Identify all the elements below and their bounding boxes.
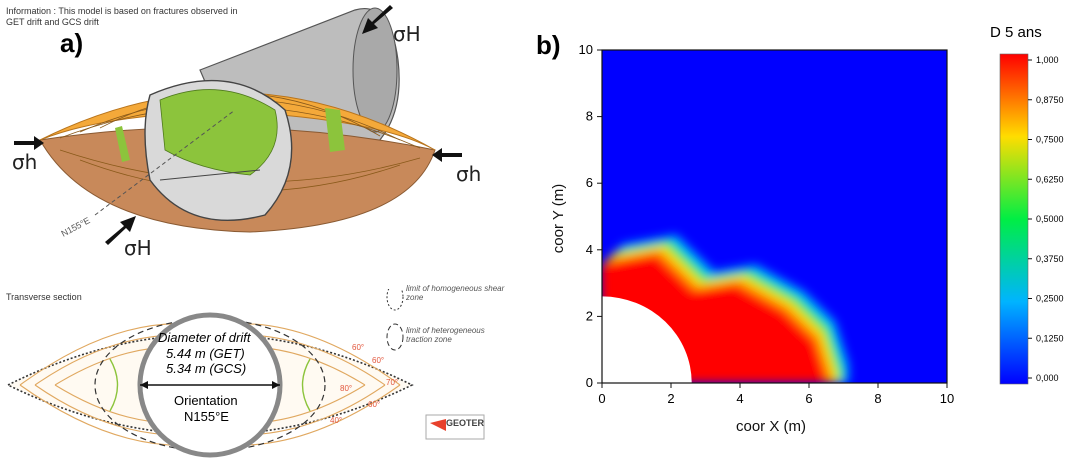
- arrow-sigma-H-bottom: [105, 216, 136, 245]
- x-axis-title: coor X (m): [736, 418, 807, 435]
- diameter-get: 5.44 m (GET): [166, 346, 245, 361]
- x-tick-label: 10: [940, 391, 954, 406]
- geoter-logo: [425, 414, 485, 440]
- sigma-H-bottom: σH: [124, 236, 152, 260]
- info-text: Information : This model is based on fra…: [6, 6, 238, 27]
- colorbar-title: D 5 ans: [990, 24, 1042, 41]
- legend-heterogeneous-icon: [386, 323, 404, 351]
- angle-label: 70°: [386, 378, 399, 387]
- colorbar-tick-label: 0,5000: [1036, 214, 1064, 224]
- angle-label: 80°: [340, 384, 353, 393]
- colorbar-tick-label: 0,3750: [1036, 254, 1064, 264]
- green-strip-left: [115, 126, 130, 162]
- panel-a-label: a): [60, 28, 84, 58]
- y-tick-label: 6: [586, 175, 593, 190]
- colorbar-tick-label: 0,1250: [1036, 333, 1064, 343]
- heatmap-svg: 0 2 4 6 8 10 0 2 4 6 8 10 1,000 0,8750 0,7500 0,6250 0,5…: [579, 42, 1064, 406]
- x-tick-label: 6: [805, 391, 812, 406]
- panel-b: b) 0 2 4 6 8 10 0 2 4 6 8 10 1,000 0,8750 0,7500 0,6250…: [530, 0, 1078, 459]
- colorbar-tick-label: 0,6250: [1036, 174, 1064, 184]
- diameter-gcs: 5.34 m (GCS): [166, 361, 247, 376]
- colorbar-tick-label: 0,7500: [1036, 135, 1064, 145]
- transverse-section: [6, 289, 485, 458]
- y-axis-title: coor Y (m): [550, 183, 568, 254]
- x-tick-label: 2: [667, 391, 674, 406]
- arrow-sigma-H-top: [362, 5, 393, 34]
- green-fractures: [159, 89, 278, 176]
- sigma-h-right: σh: [456, 162, 482, 186]
- logo-text: GEOTER: [446, 418, 485, 428]
- colorbar-tick-label: 0,000: [1036, 373, 1059, 383]
- y-tick-label: 8: [586, 109, 593, 124]
- y-tick-label: 0: [586, 375, 593, 390]
- orientation-value: N155°E: [184, 409, 229, 424]
- colorbar-tick-label: 1,000: [1036, 55, 1059, 65]
- green-arcs: [109, 358, 311, 412]
- panel-a: Information : This model is based on fra…: [0, 0, 530, 459]
- legend-homogeneous: limit of homogeneous shear zone: [406, 284, 505, 302]
- diameter-title: Diameter of drift: [158, 330, 251, 345]
- arrow-sigma-h-right: [432, 148, 462, 162]
- angle-label: 60°: [372, 356, 385, 365]
- colorbar-tick-label: 0,2500: [1036, 294, 1064, 304]
- x-tick-label: 4: [736, 391, 743, 406]
- y-tick-label: 4: [586, 242, 593, 257]
- x-tick-label: 8: [874, 391, 881, 406]
- panel-b-label: b): [536, 30, 561, 60]
- legend-heterogeneous: limit of heterogeneous traction zone: [406, 326, 485, 344]
- green-strip-right: [325, 108, 345, 152]
- sigma-H-top: σH: [393, 22, 421, 46]
- angle-label: 60°: [352, 343, 365, 352]
- x-tick-label: 0: [598, 391, 605, 406]
- transverse-title: Transverse section: [6, 292, 82, 302]
- block-diagram: [14, 5, 462, 245]
- y-tick-label: 10: [579, 42, 593, 57]
- arrow-sigma-h-left: [14, 136, 44, 150]
- y-tick-label: 2: [586, 308, 593, 323]
- orientation-title: Orientation: [174, 393, 238, 408]
- colorbar-tick-label: 0,8750: [1036, 95, 1064, 105]
- legend-homogeneous-icon: [386, 289, 404, 311]
- sigma-h-left: σh: [12, 150, 38, 174]
- angle-label: 40°: [330, 416, 343, 425]
- angle-label: 60°: [368, 400, 381, 409]
- drift-hole: [602, 296, 692, 383]
- tunnel-end: [352, 7, 398, 133]
- colorbar: [999, 53, 1029, 385]
- plot-frame: [601, 49, 948, 384]
